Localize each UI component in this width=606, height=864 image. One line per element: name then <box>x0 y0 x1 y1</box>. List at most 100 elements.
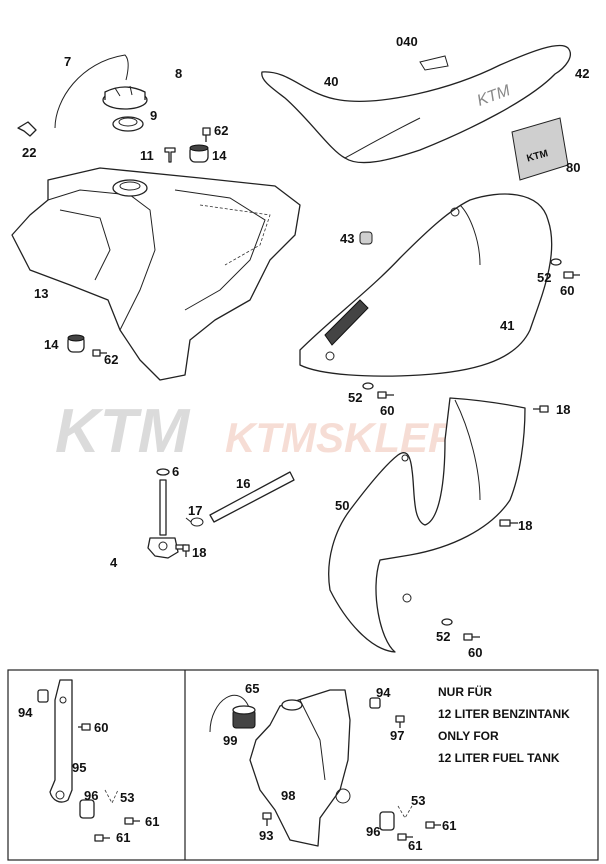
label-60-b: 60 <box>380 403 394 418</box>
screw-62-lower <box>92 349 107 357</box>
washer-52-a <box>550 258 562 266</box>
seat-decal: KTM <box>511 117 569 181</box>
label-61-d: 61 <box>442 818 456 833</box>
label-41: 41 <box>500 318 514 333</box>
label-94-a: 94 <box>18 705 33 720</box>
label-9: 9 <box>150 108 157 123</box>
label-95: 95 <box>72 760 86 775</box>
screw-61-d <box>425 821 441 829</box>
label-8: 8 <box>175 66 182 81</box>
label-61-c: 61 <box>408 838 422 853</box>
label-6: 6 <box>172 464 179 479</box>
label-62-lower: 62 <box>104 352 118 367</box>
screw-93 <box>262 812 272 826</box>
label-65: 65 <box>245 681 259 696</box>
label-18-c: 18 <box>192 545 206 560</box>
label-18-b: 18 <box>518 518 532 533</box>
label-93: 93 <box>259 828 273 843</box>
label-14-lower: 14 <box>44 337 59 352</box>
screw-11 <box>164 147 176 163</box>
screw-18-b <box>499 519 518 527</box>
cap-seal <box>112 116 144 132</box>
watermark-brand: KTM <box>55 397 191 466</box>
label-18-a: 18 <box>556 402 570 417</box>
hose-clamp-17 <box>185 517 204 527</box>
screw-18-c <box>182 544 190 557</box>
elbow-fitting <box>17 121 37 137</box>
washer-52-c <box>441 618 453 626</box>
label-96-a: 96 <box>84 788 98 803</box>
label-040: 040 <box>396 34 418 49</box>
note-line-3: ONLY FOR <box>438 729 499 743</box>
fuel-tank-note: NUR FÜR 12 LITER BENZINTANK ONLY FOR 12 … <box>438 684 570 765</box>
fuel-hose-16 <box>209 471 295 523</box>
label-52-a: 52 <box>537 270 551 285</box>
screw-18-a <box>533 405 549 413</box>
optional-parts-box <box>7 669 599 861</box>
screw-60-a <box>563 271 580 279</box>
part-labels: 7 8 9 22 11 62 14 040 40 42 80 13 43 52 … <box>18 34 589 853</box>
note-line-4: 12 LITER FUEL TANK <box>438 751 560 765</box>
label-60-c: 60 <box>468 645 482 660</box>
label-16: 16 <box>236 476 250 491</box>
seal-6 <box>156 468 170 476</box>
breather-hose-65 <box>209 694 251 733</box>
side-cover-right <box>299 193 553 377</box>
screw-61-b <box>124 817 140 825</box>
note-line-1: NUR FÜR <box>438 684 492 699</box>
label-60-box: 60 <box>94 720 108 735</box>
label-52-b: 52 <box>348 390 362 405</box>
washer-52-b <box>362 382 374 390</box>
screw-62-top <box>202 127 211 142</box>
label-98: 98 <box>281 788 295 803</box>
side-cover-left <box>328 397 526 653</box>
nut-96-b <box>379 811 395 831</box>
spacer-94-b <box>369 697 381 709</box>
label-4: 4 <box>110 555 118 570</box>
screw-60-b <box>377 391 394 399</box>
washer-53-b <box>397 805 413 819</box>
label-11: 11 <box>140 148 154 163</box>
label-99: 99 <box>223 733 237 748</box>
label-50: 50 <box>335 498 349 513</box>
spacer-94-a <box>37 689 49 703</box>
seat: KTM <box>261 44 571 164</box>
screw-60-c <box>463 633 480 641</box>
label-62-top: 62 <box>214 123 228 138</box>
label-61-b: 61 <box>116 830 130 845</box>
label-80: 80 <box>566 160 580 175</box>
label-7: 7 <box>64 54 71 69</box>
label-13: 13 <box>34 286 48 301</box>
note-line-2: 12 LITER BENZINTANK <box>438 707 570 721</box>
screw-60-box <box>78 723 91 731</box>
label-53-a: 53 <box>120 790 134 805</box>
screw-61-a <box>94 834 110 842</box>
label-53-b: 53 <box>411 793 425 808</box>
rubber-bushing-top <box>189 144 209 163</box>
label-60-a: 60 <box>560 283 574 298</box>
washer-53-a <box>104 789 119 804</box>
label-17: 17 <box>188 503 202 518</box>
tank-12-liter <box>249 689 351 847</box>
label-96-b: 96 <box>366 824 380 839</box>
fuel-tap <box>147 479 187 559</box>
label-97: 97 <box>390 728 404 743</box>
screw-97 <box>395 715 405 728</box>
rubber-bushing-lower <box>67 334 85 353</box>
nut-96-a <box>79 799 95 819</box>
breather-hose <box>54 54 129 129</box>
label-94-b: 94 <box>376 685 391 700</box>
label-40: 40 <box>324 74 338 89</box>
label-14-top: 14 <box>212 148 227 163</box>
tank-bracket <box>49 679 73 803</box>
screw-61-c <box>397 833 413 841</box>
fuel-cap <box>102 85 148 110</box>
fuel-cap-99 <box>232 705 256 729</box>
fuel-tank <box>11 167 301 381</box>
grommet-43 <box>359 231 373 245</box>
label-42: 42 <box>575 66 589 81</box>
label-22: 22 <box>22 145 36 160</box>
label-61-a: 61 <box>145 814 159 829</box>
